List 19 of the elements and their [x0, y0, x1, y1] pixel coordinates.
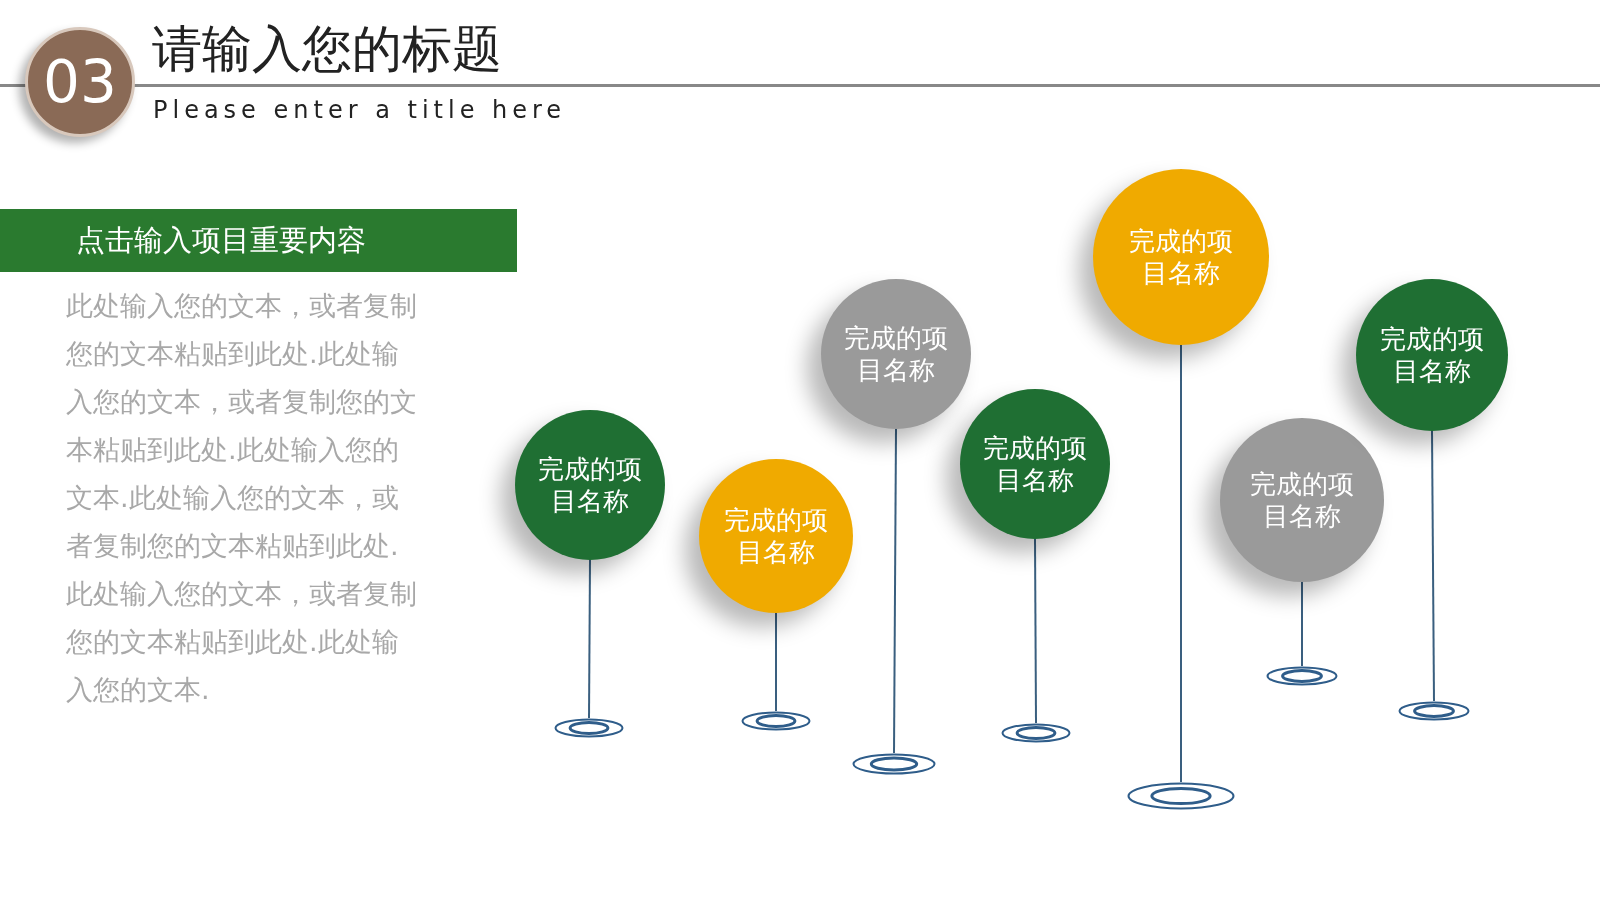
body-paragraph: 此处输入您的文本，或者复制您的文本粘贴到此处.此处输入您的文本，或者复制您的文本粘贴到此处.此处输入您的文本.此处输入您的文本，或者复制您的文本粘贴到此处.此处输入您的文本，或者复制您的文本粘贴到此处.此处输入您的文本. — [66, 289, 418, 707]
pin-stem — [1034, 538, 1037, 724]
pin-circle: 完成的项目名称 — [1093, 169, 1269, 345]
subtitle: Please enter a title here — [153, 96, 567, 124]
pin-stem — [1431, 430, 1435, 702]
heading-band: 点击输入项目重要内容 — [0, 209, 517, 272]
pin-circle: 完成的项目名称 — [1356, 279, 1508, 431]
pin-circle: 完成的项目名称 — [699, 459, 853, 613]
pin-circle: 完成的项目名称 — [960, 389, 1110, 539]
pin-stem — [1180, 344, 1182, 783]
pin-stem — [1301, 581, 1303, 667]
pin-stem — [893, 428, 897, 754]
pin-circle: 完成的项目名称 — [515, 410, 665, 560]
pin-stem — [588, 559, 591, 719]
pin-circle: 完成的项目名称 — [1220, 418, 1384, 582]
pin-circle: 完成的项目名称 — [821, 279, 971, 429]
number-badge: 03 — [25, 27, 135, 137]
pin-stem — [775, 612, 777, 712]
slide-title: 请输入您的标题 — [152, 19, 502, 80]
